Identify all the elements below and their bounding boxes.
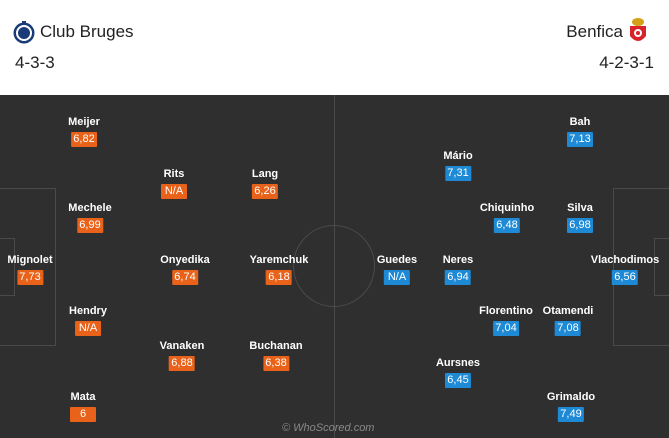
player-otamendi[interactable]: Otamendi 7,08	[542, 305, 594, 336]
player-rating: 6,94	[444, 270, 471, 285]
player-name: Vlachodimos	[590, 254, 660, 266]
player-rating: N/A	[75, 321, 101, 336]
player-name: Mignolet	[7, 254, 53, 266]
player-rating: 6,26	[252, 184, 278, 199]
player-mignolet[interactable]: Mignolet 7,73	[7, 254, 53, 285]
player-name: Yaremchuk	[249, 254, 309, 266]
player-name: Chiquinho	[479, 202, 535, 214]
player-rating: 6,98	[567, 218, 593, 233]
player-name: Guedes	[376, 254, 418, 266]
player-guedes[interactable]: Guedes N/A	[377, 254, 417, 285]
watermark: © WhoScored.com	[282, 422, 375, 434]
player-chiquinho[interactable]: Chiquinho 6,48	[480, 202, 534, 233]
away-team-name: Benfica	[566, 22, 623, 41]
player-name: Mário	[443, 150, 473, 162]
player-rating: 6,48	[494, 218, 520, 233]
player-name: Aursnes	[435, 357, 481, 369]
player-meijer[interactable]: Meijer 6,82	[68, 116, 100, 147]
player-rating: 6,74	[172, 270, 198, 285]
player-mario[interactable]: Mário 7,31	[443, 150, 473, 181]
player-onyedika[interactable]: Onyedika 6,74	[160, 254, 210, 285]
player-rating: 6,82	[70, 132, 97, 147]
player-name: Vanaken	[159, 340, 205, 352]
player-name: Mata	[70, 391, 96, 403]
player-name: Florentino	[479, 305, 533, 317]
player-florentino[interactable]: Florentino 7,04	[479, 305, 533, 336]
player-mechele[interactable]: Mechele 6,99	[68, 202, 112, 233]
player-name: Bah	[569, 116, 591, 128]
player-name: Mechele	[68, 202, 112, 214]
player-rating: 6,18	[265, 270, 292, 285]
player-rating: 6,56	[612, 270, 638, 285]
home-team-name: Club Bruges	[40, 22, 134, 41]
match-header: Club Bruges 4-3-3 Benfica 4-2-3-1	[0, 0, 669, 95]
player-grimaldo[interactable]: Grimaldo 7,49	[547, 391, 595, 422]
player-rating: 7,13	[567, 132, 593, 147]
player-silva[interactable]: Silva 6,98	[567, 202, 593, 233]
player-rating: N/A	[161, 184, 187, 199]
player-lang[interactable]: Lang 6,26	[252, 168, 278, 199]
home-formation: 4-3-3	[15, 53, 55, 72]
club-bruges-crest-icon	[13, 20, 35, 46]
player-name: Silva	[567, 202, 593, 214]
player-rating: 6	[70, 407, 96, 422]
player-rits[interactable]: Rits N/A	[161, 168, 187, 199]
player-yaremchuk[interactable]: Yaremchuk 6,18	[249, 254, 309, 285]
player-aursnes[interactable]: Aursnes 6,45	[436, 357, 480, 388]
away-formation: 4-2-3-1	[599, 53, 654, 72]
player-name: Otamendi	[542, 305, 594, 317]
player-rating: 6,88	[168, 356, 195, 371]
player-rating: 7,31	[445, 166, 471, 181]
player-mata[interactable]: Mata 6	[70, 391, 96, 422]
left-penalty-area	[0, 188, 56, 346]
player-rating: 6,38	[263, 356, 289, 371]
right-penalty-area	[613, 188, 669, 346]
player-vanaken[interactable]: Vanaken 6,88	[159, 340, 205, 371]
player-name: Onyedika	[160, 254, 210, 266]
player-hendry[interactable]: Hendry N/A	[69, 305, 107, 336]
player-bah[interactable]: Bah 7,13	[567, 116, 593, 147]
player-name: Buchanan	[249, 340, 303, 352]
player-rating: 7,08	[554, 321, 581, 336]
player-name: Hendry	[69, 305, 107, 317]
right-goal-area	[654, 238, 669, 296]
player-buchanan[interactable]: Buchanan 6,38	[249, 340, 303, 371]
pitch	[0, 95, 669, 438]
player-name: Neres	[442, 254, 474, 266]
player-rating: 7,73	[17, 270, 43, 285]
player-rating: 7,04	[493, 321, 519, 336]
player-name: Grimaldo	[546, 391, 596, 403]
player-name: Meijer	[68, 116, 100, 128]
player-name: Rits	[163, 168, 185, 180]
player-name: Lang	[251, 168, 279, 180]
player-neres[interactable]: Neres 6,94	[442, 254, 474, 285]
player-rating: 6,99	[76, 218, 103, 233]
player-rating: 7,49	[557, 407, 584, 422]
player-rating: N/A	[383, 270, 410, 285]
benfica-crest-icon	[626, 16, 650, 48]
center-circle	[293, 225, 375, 307]
player-vlachodimos[interactable]: Vlachodimos 6,56	[591, 254, 659, 285]
left-goal-area	[0, 238, 15, 296]
player-rating: 6,45	[445, 373, 471, 388]
